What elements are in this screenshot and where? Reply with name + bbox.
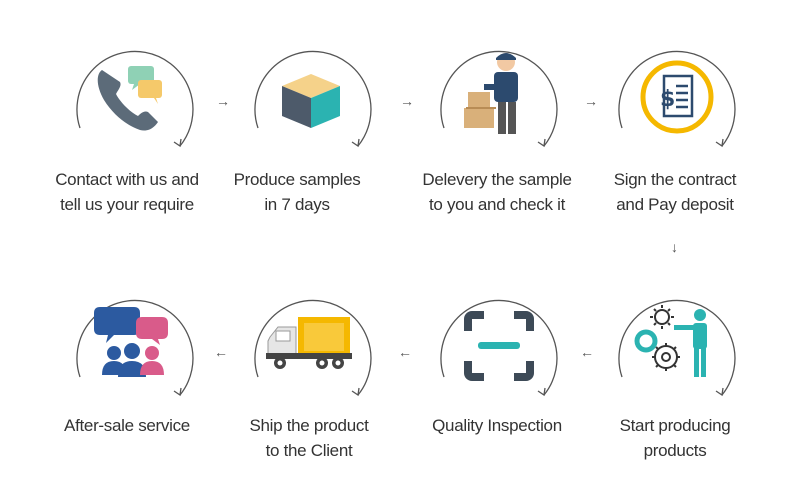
step-7-label: Ship the product to the Client [214,413,404,463]
step-1-line2: tell us your require [60,195,194,214]
step-7-circle [248,285,378,415]
arrow-left-1: ← [580,344,594,360]
inspection-frame-icon [464,311,534,381]
step-4-label: Sign the contract and Pay deposit [580,167,770,217]
step-4-circle: $ [612,36,742,166]
step-3-label: Delevery the sample to you and check it [402,167,592,217]
truck-icon [266,317,352,369]
step-6-label: Quality Inspection [402,413,592,438]
step-7-line2: to the Client [265,441,353,460]
svg-text:$: $ [660,87,675,112]
step-5-line1: Start producing [619,416,731,435]
step-5-line2: products [643,441,707,460]
step-2-line1: Produce samples [233,170,361,189]
step-3-circle [434,36,564,166]
step-2-line2: in 7 days [264,195,330,214]
people-chat-icon [94,307,168,377]
step-5-circle [612,285,742,415]
step-7-line1: Ship the product [249,416,369,435]
phone-chat-icon [97,66,162,131]
step-8-circle [70,285,200,415]
step-3-line2: to you and check it [428,195,566,214]
step-1-circle [70,36,200,166]
arrow-right-3: → [584,93,598,109]
delivery-man-icon [464,53,518,134]
arrow-left-3: ← [214,344,228,360]
contract-dollar-icon: $ [640,60,714,134]
step-6-circle [434,285,564,415]
step-8-label: After-sale service [32,413,222,438]
box-icon [282,74,340,128]
step-2-circle [248,36,378,166]
step-4-line2: and Pay deposit [616,195,734,214]
arrow-down: ↓ [671,239,678,255]
step-2-label: Produce samples in 7 days [202,167,392,217]
step-4-line1: Sign the contract [613,170,737,189]
step-5-label: Start producing products [580,413,770,463]
step-1-line1: Contact with us and [55,170,199,189]
step-6-line1: Quality Inspection [432,416,562,435]
step-8-line1: After-sale service [64,416,190,435]
step-3-line1: Delevery the sample [422,170,572,189]
arrow-left-2: ← [398,344,412,360]
gears-worker-icon [634,305,707,377]
arrow-right-2: → [400,93,414,109]
step-1-label: Contact with us and tell us your require [32,167,222,217]
arrow-right-1: → [216,93,230,109]
